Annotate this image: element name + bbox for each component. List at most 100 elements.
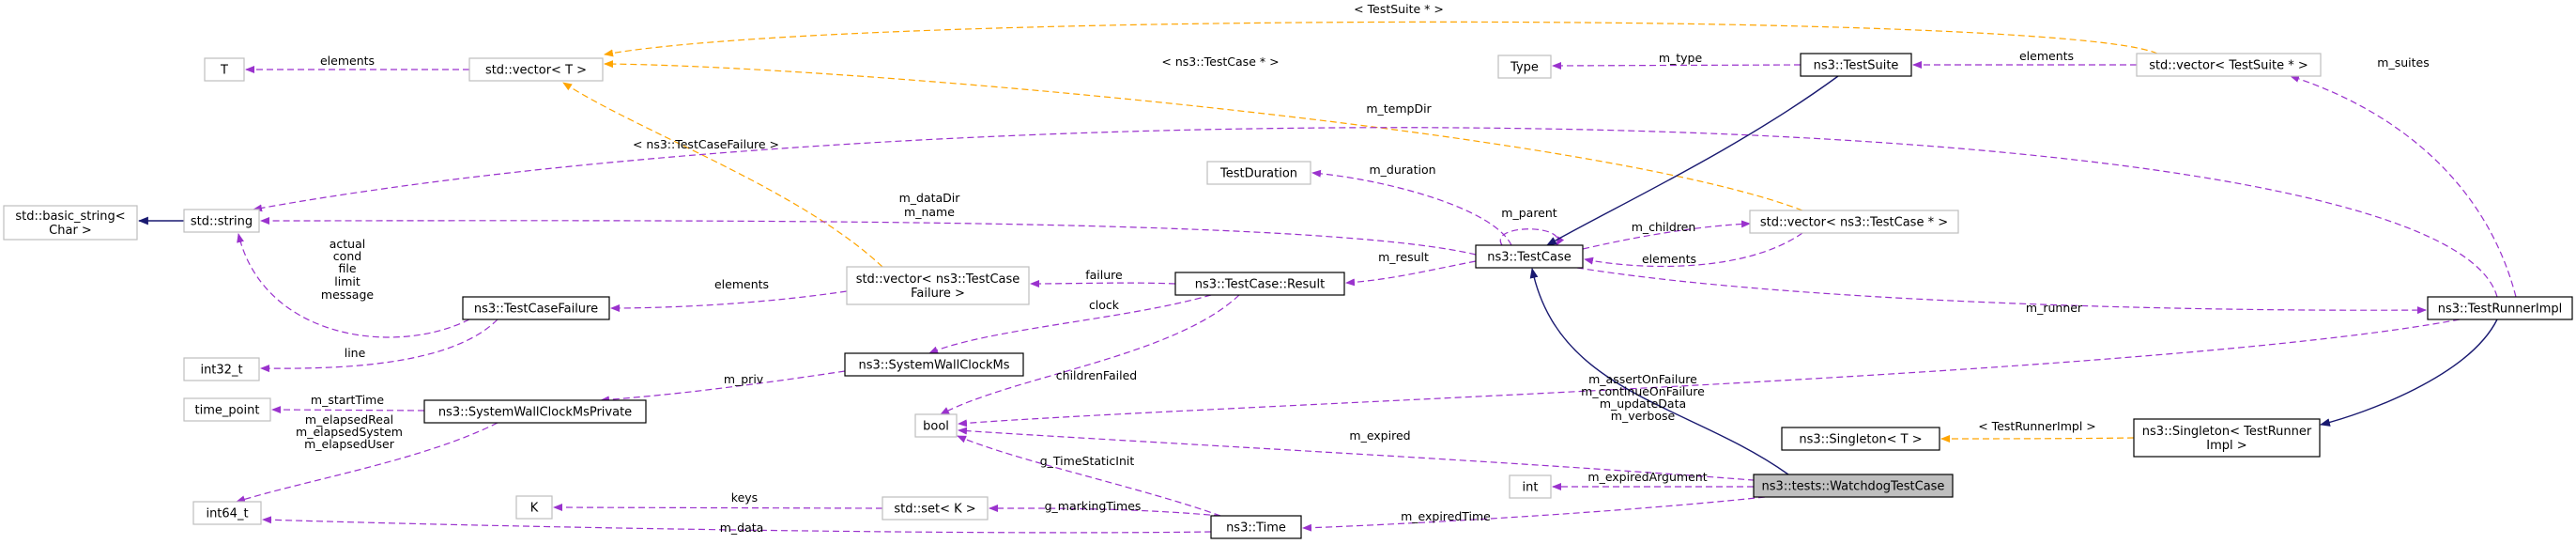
node-label: ns3::Singleton< TestRunner (2142, 425, 2312, 439)
node-clockMs[interactable]: ns3::SystemWallClockMs (844, 352, 1024, 377)
node-box (3, 205, 138, 241)
edge-label-result-vectorFailure: failure (1085, 268, 1123, 282)
edge-time-setK (989, 504, 1221, 517)
node-box (846, 266, 1030, 305)
node-int64[interactable]: int64_t (192, 501, 262, 525)
node-T[interactable]: T (204, 57, 245, 82)
node-bool[interactable]: bool (914, 413, 958, 438)
node-box (1206, 161, 1311, 185)
edge-runner-bool (958, 319, 2461, 427)
node-testSuite[interactable]: ns3::TestSuite (1800, 53, 1912, 77)
node-box (1210, 515, 1302, 539)
edge-label-private-int64: m_elapsedReal (305, 412, 393, 427)
node-stdString[interactable]: std::string (183, 209, 260, 233)
node-label: time_point (194, 404, 259, 418)
node-basicString[interactable]: std::basic_string<Char > (3, 205, 138, 241)
edge-vectorFailure-failure (610, 290, 848, 312)
node-box (2427, 296, 2573, 320)
edge-label-result-bool: childrenFailed (1056, 368, 1137, 382)
node-K[interactable]: K (515, 495, 553, 520)
node-singletonRunner[interactable]: ns3::Singleton< TestRunnerImpl > (2133, 418, 2321, 458)
edges-layer (137, 21, 2517, 534)
edge-label-result-clockMs: clock (1089, 298, 1120, 312)
node-label: ns3::SystemWallClockMsPrivate (438, 406, 632, 420)
node-vectorT[interactable]: std::vector< T > (468, 57, 604, 82)
edge-label-failure-int32: line (345, 346, 366, 360)
edge-label-singletonRunner-singletonT: < TestRunnerImpl > (1978, 419, 2096, 433)
edge-label-clockMs-private: m_priv (724, 372, 764, 386)
edge-testCase-duration (1311, 169, 1512, 246)
node-result[interactable]: ns3::TestCase::Result (1174, 272, 1345, 296)
node-singletonT[interactable]: ns3::Singleton< T > (1781, 427, 1940, 451)
edge-private-timePoint (271, 406, 425, 414)
node-label: std::vector< TestSuite * > (2149, 59, 2308, 73)
node-label: ns3::tests::WatchdogTestCase (1762, 480, 1945, 494)
edge-label-testCase-vectorCase: m_children (1632, 220, 1696, 234)
node-box (183, 209, 260, 233)
node-watchdog[interactable]: ns3::tests::WatchdogTestCase (1753, 474, 1954, 498)
edge-label-failure-string: actual (330, 237, 366, 251)
node-testCase[interactable]: ns3::TestCase (1475, 244, 1584, 269)
edge-label-vectorT-T: elements (320, 54, 375, 68)
edge-testCase-string (260, 216, 1477, 256)
edge-label-time-bool: g_TimeStaticInit (1040, 454, 1135, 468)
node-clockPrivate[interactable]: ns3::SystemWallClockMsPrivate (423, 399, 647, 424)
node-timePoint[interactable]: time_point (183, 397, 271, 422)
edge-label-private-int64: m_elapsedSystem (296, 425, 403, 439)
edge-watchdog-time (1302, 496, 1766, 532)
node-label: T (220, 64, 228, 78)
edge-time-bool (957, 435, 1221, 517)
edge-label-time-int64: m_data (720, 521, 764, 535)
node-box (1475, 244, 1584, 269)
node-runnerImpl[interactable]: ns3::TestRunnerImpl (2427, 296, 2573, 320)
edge-label-vectorSuite-testSuite: elements (2019, 49, 2074, 63)
edge-label-vectorCase-vectorT: < ns3::TestCase * > (1161, 54, 1279, 69)
edge-testCase-runner (1576, 267, 2427, 315)
node-box (462, 296, 610, 320)
node-label: ns3::TestCase (1487, 251, 1571, 265)
edge-label-runner-bool: m_verbose (1611, 409, 1676, 423)
node-label: Char > (49, 224, 92, 238)
node-box (2133, 418, 2321, 458)
edge-label-private-timePoint: m_startTime (311, 393, 384, 407)
node-label: std::vector< T > (485, 64, 587, 78)
node-label: ns3::Singleton< T > (1799, 433, 1922, 447)
node-type[interactable]: Type (1497, 54, 1552, 79)
node-duration[interactable]: TestDuration (1206, 161, 1311, 185)
edge-vectorFailure-vectorT (562, 82, 883, 268)
node-box (1781, 427, 1940, 451)
node-int[interactable]: int (1509, 474, 1552, 499)
edge-label-watchdog-int: m_expiredArgument (1587, 470, 1707, 484)
edge-testCase-self (1499, 228, 1565, 246)
edge-label-runner-string: m_tempDir (1366, 101, 1432, 116)
edge-label-failure-string: cond (333, 249, 361, 263)
edge-watchdog-bool (958, 427, 1766, 482)
edge-runner-string (253, 127, 2498, 298)
node-box (1174, 272, 1345, 296)
edge-testCase-result (1345, 260, 1477, 287)
node-setK[interactable]: std::set< K > (882, 496, 989, 521)
edge-label-testCase-result: m_result (1378, 250, 1429, 264)
node-label: std::string (191, 215, 253, 229)
node-box (204, 57, 245, 82)
node-vectorCase[interactable]: std::vector< ns3::TestCase * > (1749, 210, 1959, 234)
node-label: Failure > (911, 287, 965, 301)
node-time[interactable]: ns3::Time (1210, 515, 1302, 539)
edge-vectorCase-vectorT (604, 60, 1803, 211)
node-label: ns3::TestRunnerImpl (2438, 303, 2563, 317)
node-label: bool (923, 420, 949, 434)
edge-label-runner-bool: m_updateData (1600, 396, 1686, 411)
node-box (882, 496, 989, 521)
node-vectorFailure[interactable]: std::vector< ns3::TestCaseFailure > (846, 266, 1030, 305)
node-box (192, 501, 262, 525)
node-vectorSuite[interactable]: std::vector< TestSuite * > (2136, 53, 2322, 77)
node-testCaseFailure[interactable]: ns3::TestCaseFailure (462, 296, 610, 320)
edge-label-testCase-duration: m_duration (1369, 163, 1435, 177)
edge-label-vectorSuite-vectorT: < TestSuite * > (1354, 2, 1444, 16)
edge-testCase-vectorCase (1582, 220, 1751, 250)
node-label: ns3::TestCaseFailure (474, 303, 598, 317)
node-int32[interactable]: int32_t (183, 357, 260, 381)
edge-label-runner-bool: m_continueOnFailure (1581, 384, 1705, 398)
node-box (1497, 54, 1552, 79)
